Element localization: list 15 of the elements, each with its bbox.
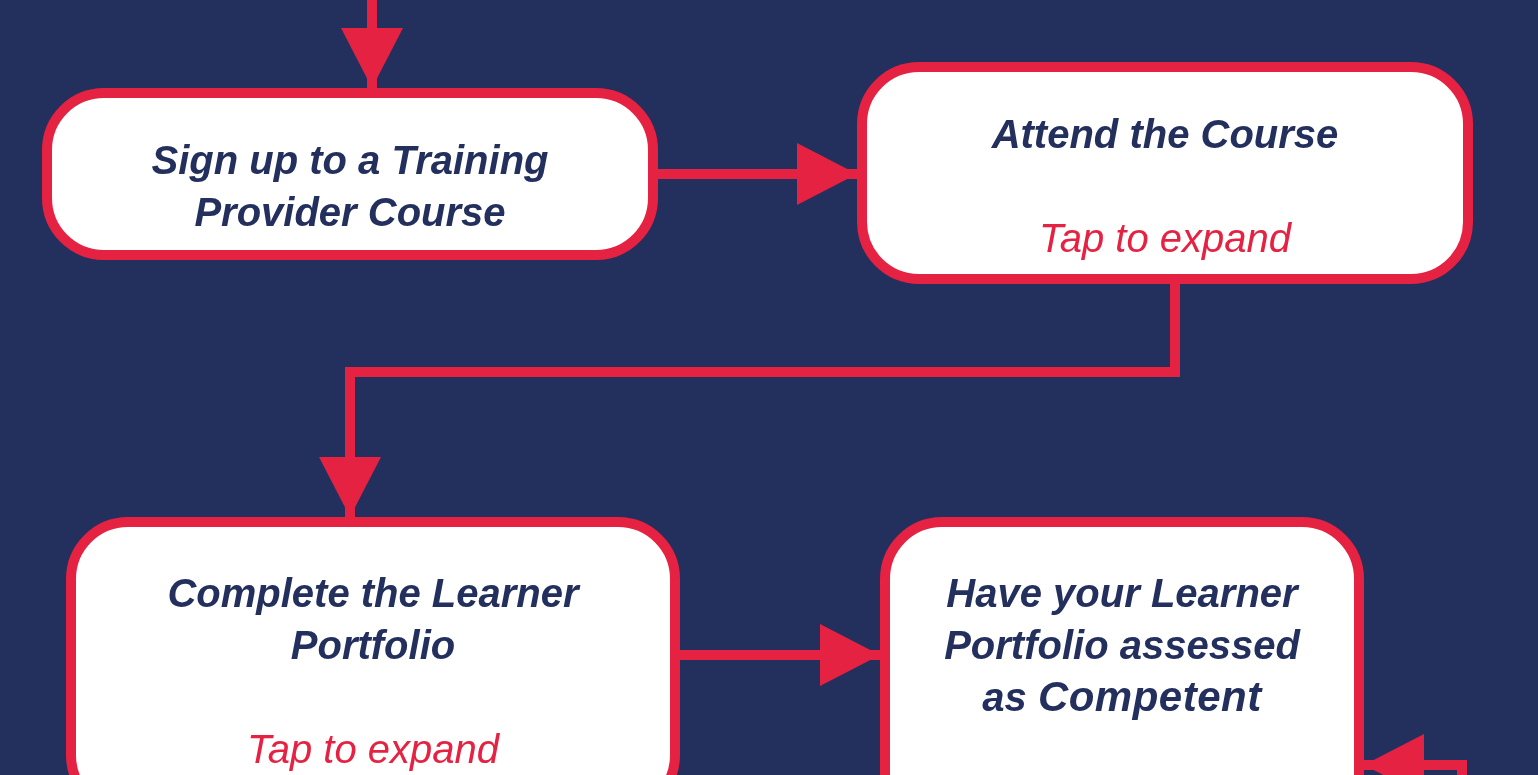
step-box <box>66 517 680 775</box>
step-title: Complete the Learner Portfolio <box>166 570 582 669</box>
arrow <box>1364 734 1467 775</box>
step-title: Have your Learner Portfolio assessed as Competent <box>943 570 1302 722</box>
step-title: Attend the Course <box>991 111 1339 158</box>
arrow <box>319 284 1180 517</box>
arrow <box>680 624 880 686</box>
arrow <box>658 143 857 205</box>
expand-hint: Tap to expand <box>246 726 500 773</box>
step-box <box>42 88 658 260</box>
step-box <box>880 517 1364 775</box>
step-box <box>857 62 1473 284</box>
arrow <box>341 0 403 88</box>
expand-hint: Tap to expand <box>1038 215 1292 262</box>
step-title: Sign up to a Training Provider Course <box>150 137 550 236</box>
